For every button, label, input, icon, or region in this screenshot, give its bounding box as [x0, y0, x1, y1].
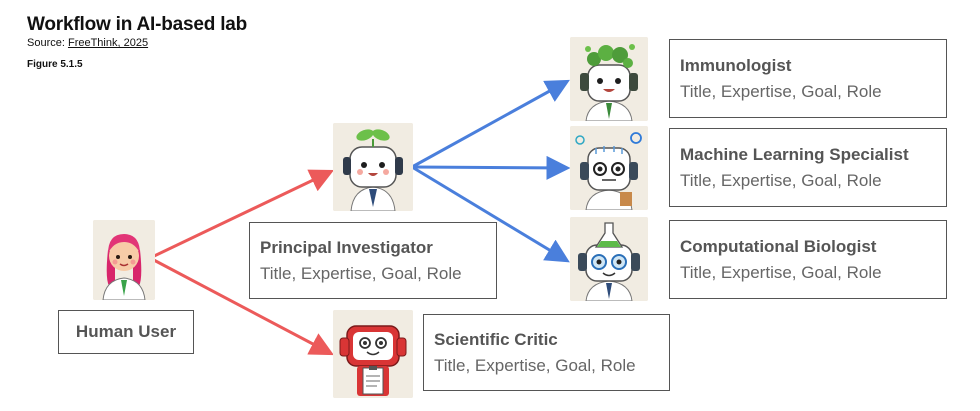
arrow-pi-to-comp-biologist [411, 165, 570, 263]
arrow-pi-to-immunologist [411, 79, 570, 169]
pi-card: Principal Investigator Title, Expertise,… [249, 222, 497, 299]
source-prefix: Source: [27, 37, 68, 49]
comp-biologist-subtitle: Title, Expertise, Goal, Role [680, 262, 882, 282]
critic-card: Scientific Critic Title, Expertise, Goal… [423, 314, 670, 391]
arrow-human-to-critic [149, 256, 334, 356]
sprout-robot-icon [333, 123, 413, 211]
leafy-robot-icon [570, 37, 648, 121]
circuit-robot-icon [570, 126, 648, 210]
ml-specialist-card: Machine Learning Specialist Title, Exper… [669, 128, 947, 207]
flask-robot-icon [570, 217, 648, 301]
critic-subtitle: Title, Expertise, Goal, Role [434, 355, 636, 375]
red-robot-clipboard-icon [333, 310, 413, 398]
human-scientist-icon [93, 220, 155, 300]
pi-avatar [333, 123, 413, 211]
ml-specialist-subtitle: Title, Expertise, Goal, Role [680, 170, 882, 190]
ml-specialist-title: Machine Learning Specialist [680, 144, 909, 164]
comp-biologist-card: Computational Biologist Title, Expertise… [669, 220, 947, 299]
figure-title: Workflow in AI-based lab [27, 14, 248, 35]
ml-specialist-avatar [570, 126, 648, 210]
critic-title: Scientific Critic [434, 329, 558, 349]
immunologist-title: Immunologist [680, 55, 792, 75]
human-user-label: Human User [58, 310, 194, 354]
immunologist-subtitle: Title, Expertise, Goal, Role [680, 81, 882, 101]
source-link[interactable]: FreeThink, 2025 [67, 37, 149, 49]
pi-title: Principal Investigator [260, 237, 433, 257]
immunologist-avatar [570, 37, 648, 121]
figure-header: Workflow in AI-based lab Source: FreeThi… [27, 14, 247, 70]
comp-biologist-title: Computational Biologist [680, 236, 877, 256]
pi-subtitle: Title, Expertise, Goal, Role [260, 263, 462, 283]
immunologist-card: Immunologist Title, Expertise, Goal, Rol… [669, 39, 947, 118]
figure-number: Figure 5.1.5 [27, 59, 83, 70]
arrow-pi-to-ml-specialist [411, 155, 571, 180]
critic-avatar [333, 310, 413, 398]
arrow-human-to-pi [149, 169, 335, 260]
figure-source: Source: FreeThink, 2025 [27, 37, 247, 49]
comp-biologist-avatar [570, 217, 648, 301]
human-user-avatar [93, 220, 155, 300]
